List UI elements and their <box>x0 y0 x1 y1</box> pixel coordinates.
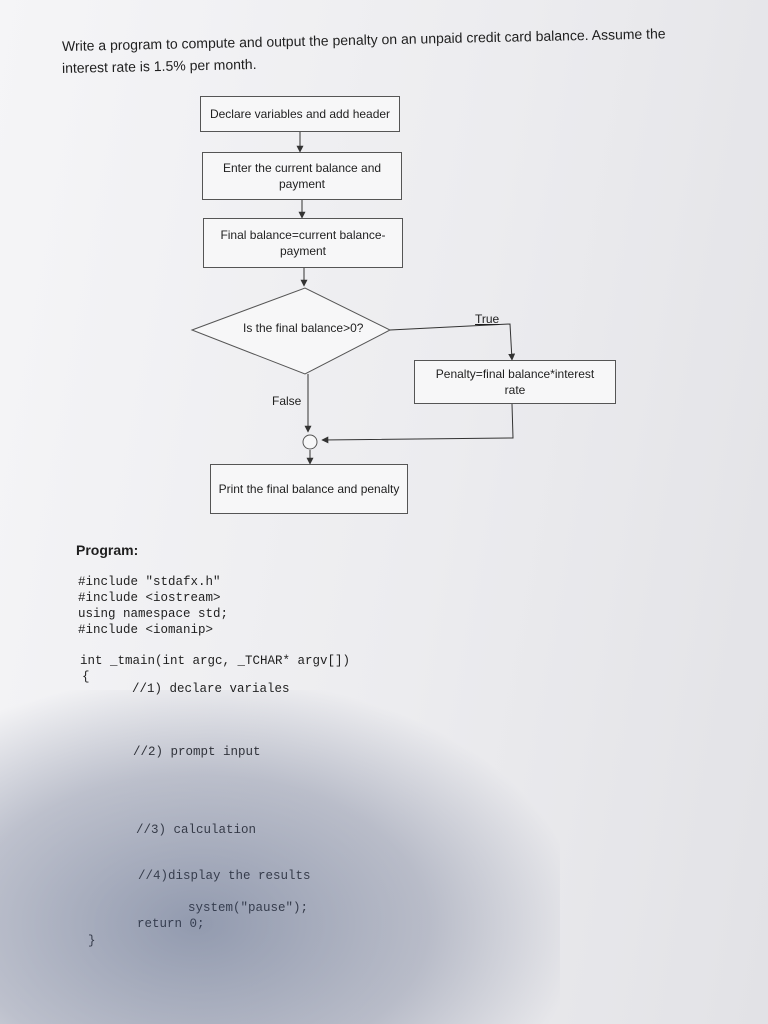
code-line: system("pause"); <box>188 901 309 915</box>
merge-connector <box>302 434 318 450</box>
code-line: { <box>82 670 90 684</box>
code-line: return 0; <box>137 917 205 931</box>
code-comment: //1) declare variales <box>132 682 290 696</box>
flow-step-input: Enter the current balance and payment <box>202 152 402 200</box>
flow-step-calc-label-2: payment <box>279 244 327 258</box>
true-branch-line <box>389 323 516 361</box>
flow-step-penalty-label-1: Penalty=final balance*interest <box>435 367 595 381</box>
flowchart-connectors <box>190 132 516 465</box>
flow-step-penalty-label-2: rate <box>504 383 526 397</box>
program-heading: Program: <box>76 542 139 558</box>
shadow-overlay <box>0 690 560 1024</box>
code-line: #include <iostream> <box>78 591 221 605</box>
code-line: } <box>88 934 96 948</box>
flow-step-input-label-2: payment <box>278 177 326 191</box>
flow-step-declare: Declare variables and add header <box>200 96 400 132</box>
flow-step-penalty: Penalty=final balance*interest rate <box>414 360 616 404</box>
flow-step-input-label-1: Enter the current balance and <box>222 161 382 175</box>
flow-step-calc-label-1: Final balance=current balance- <box>220 228 386 242</box>
code-line: #include <iomanip> <box>78 623 214 637</box>
flow-step-output-label: Print the final balance and penalty <box>218 482 400 496</box>
code-line: using namespace std; <box>78 607 229 621</box>
code-line: #include "stdafx.h" <box>78 575 221 589</box>
code-comment: //4)display the results <box>138 869 311 883</box>
code-comment: //2) prompt input <box>133 745 261 759</box>
flow-step-declare-label: Declare variables and add header <box>209 107 391 121</box>
false-label: False <box>272 394 302 408</box>
flow-step-output: Print the final balance and penalty <box>210 464 408 514</box>
code-line: int _tmain(int argc, _TCHAR* argv[]) <box>80 654 351 668</box>
true-label: True <box>475 312 500 326</box>
decision-label: Is the final balance>0? <box>243 321 364 335</box>
flow-step-calc: Final balance=current balance- payment <box>203 218 403 268</box>
merge-line <box>321 403 514 444</box>
code-comment: //3) calculation <box>136 823 257 837</box>
